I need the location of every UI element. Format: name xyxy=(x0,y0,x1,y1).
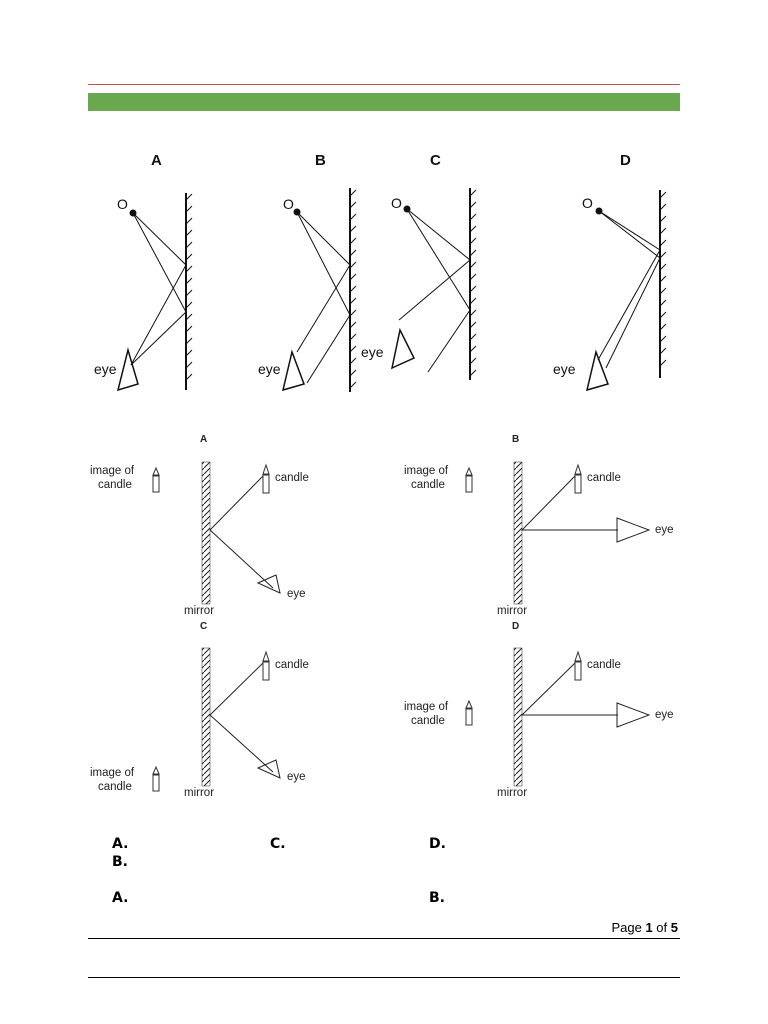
eye-icon xyxy=(616,517,651,543)
eye-label: eye xyxy=(287,588,306,600)
fig1-panel-letter: A xyxy=(151,152,162,169)
flame-icon xyxy=(152,466,160,476)
flame-icon xyxy=(262,650,270,662)
candle-icon xyxy=(262,474,270,494)
ray-lines xyxy=(597,210,661,369)
ray-lines xyxy=(398,208,471,373)
eye-label: eye xyxy=(655,524,674,536)
option-label[interactable]: B. xyxy=(429,890,445,906)
fig2-panel-letter: B xyxy=(512,434,519,445)
option-label[interactable]: C. xyxy=(270,836,286,852)
page-of: of xyxy=(652,920,671,935)
mirror-label: mirror xyxy=(497,787,527,799)
fig2-panel-letter: A xyxy=(200,434,207,445)
image-of-candle-label: candle xyxy=(411,479,445,491)
ray-lines xyxy=(130,212,187,366)
fig1-panel-letter: B xyxy=(315,152,326,169)
ray-line xyxy=(520,662,618,716)
flame-icon xyxy=(152,765,160,775)
flame-icon xyxy=(262,463,270,475)
option-label[interactable]: A. xyxy=(112,836,129,852)
fig2-panel-letter: D xyxy=(512,621,519,632)
fig2-panel-letter: C xyxy=(200,621,207,632)
header-band xyxy=(88,93,680,111)
page-total: 5 xyxy=(670,920,678,935)
option-label[interactable]: B. xyxy=(112,854,128,870)
fig1-panel-letter: C xyxy=(430,152,441,169)
mirror-hatch xyxy=(513,647,523,787)
mirror-hatch xyxy=(513,461,523,605)
eye-icon xyxy=(616,702,651,728)
eye-label: eye xyxy=(94,361,117,377)
ray-line xyxy=(209,475,274,589)
fig2-panel-d: D candle eye image of candle mirror xyxy=(404,621,674,799)
eye-icon xyxy=(256,574,281,594)
ray-line xyxy=(520,475,618,531)
candle-label: candle xyxy=(587,659,621,671)
eye-label: eye xyxy=(655,709,674,721)
candle-icon xyxy=(262,661,270,681)
image-candle-icon xyxy=(152,774,160,792)
eye-label: eye xyxy=(287,771,306,783)
eye-label: eye xyxy=(361,344,384,360)
fig1-panel-b: B O eye xyxy=(258,152,357,392)
candle-label: candle xyxy=(587,472,621,484)
option-label[interactable]: A. xyxy=(112,890,129,906)
image-of-candle-label: candle xyxy=(411,715,445,727)
eye-icon xyxy=(256,759,281,779)
eye-icon xyxy=(116,347,139,392)
flame-icon xyxy=(574,650,582,662)
ray-line xyxy=(209,662,274,773)
fig2-panel-a: A image of candle candle eye mirror xyxy=(90,434,309,617)
fig2-panel-c: C candle eye image of candle mirror xyxy=(90,621,309,799)
image-of-candle-label: image of xyxy=(404,701,449,713)
mirror-label: mirror xyxy=(184,605,214,617)
image-candle-icon xyxy=(465,475,473,493)
page-prefix: Page xyxy=(611,920,646,935)
fig1-panel-letter: D xyxy=(620,152,631,169)
eye-label: eye xyxy=(553,361,576,377)
fig2-panel-b: B image of candle candle eye mirror xyxy=(404,434,674,617)
mirror-label: mirror xyxy=(497,605,527,617)
mirror-label: mirror xyxy=(184,787,214,799)
flame-icon xyxy=(465,466,473,476)
eye-label: eye xyxy=(258,361,281,377)
candle-label: candle xyxy=(275,659,309,671)
image-candle-icon xyxy=(152,475,160,493)
fig1-panel-c: C O eye xyxy=(361,152,477,380)
footer-rule-bottom xyxy=(88,977,680,978)
candle-icon xyxy=(574,661,582,681)
page-number: Page 1 of 5 xyxy=(611,920,678,935)
candle-label: candle xyxy=(275,472,309,484)
header-rule xyxy=(88,84,680,85)
object-label: O xyxy=(391,195,402,211)
candle-icon xyxy=(574,474,582,494)
image-of-candle-label: candle xyxy=(98,479,132,491)
mirror-hatch xyxy=(201,461,211,605)
object-label: O xyxy=(117,196,128,212)
eye-icon xyxy=(281,349,305,392)
fig1-panel-a: A O eye xyxy=(94,152,193,392)
page-current: 1 xyxy=(645,920,653,935)
fig1-panel-d: D O eye xyxy=(553,152,667,392)
flame-icon xyxy=(574,463,582,475)
option-label[interactable]: D. xyxy=(429,836,446,852)
eye-icon xyxy=(585,349,609,392)
image-of-candle-label: image of xyxy=(90,767,135,779)
image-of-candle-label: image of xyxy=(90,465,135,477)
image-candle-icon xyxy=(465,708,473,726)
image-of-candle-label: image of xyxy=(404,465,449,477)
image-of-candle-label: candle xyxy=(98,781,132,793)
object-label: O xyxy=(283,196,294,212)
figure-ray-diagrams: A O eye B O xyxy=(94,152,667,392)
mirror-hatch xyxy=(201,647,211,787)
footer-rule-top xyxy=(88,938,680,939)
object-label: O xyxy=(582,195,593,211)
flame-icon xyxy=(465,699,473,709)
ray-lines xyxy=(296,211,351,384)
eye-icon xyxy=(390,327,416,370)
